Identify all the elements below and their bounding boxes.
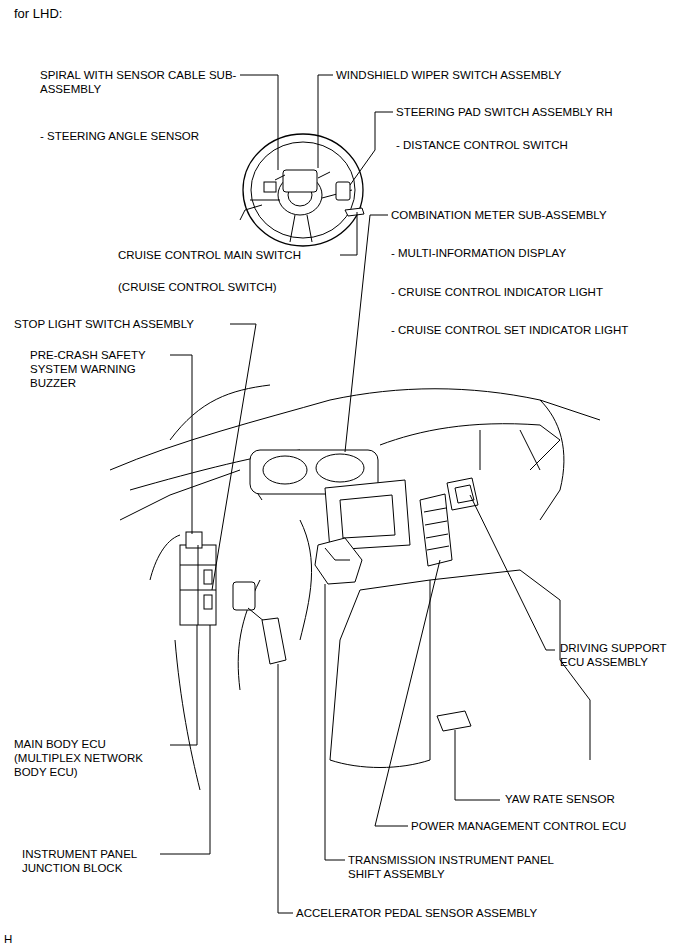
part-label: STOP LIGHT SWITCH ASSEMBLY (14, 317, 194, 331)
part-label: - STEERING ANGLE SENSOR (40, 129, 199, 143)
leader-lines (160, 75, 555, 913)
part-label: PRE-CRASH SAFETY SYSTEM WARNING BUZZER (30, 348, 152, 390)
part-label: WINDSHIELD WIPER SWITCH ASSEMBLY (336, 68, 561, 82)
shift-assembly (315, 538, 362, 584)
part-label: SPIRAL WITH SENSOR CABLE SUB-ASSEMBLY (40, 68, 245, 96)
part-label: ACCELERATOR PEDAL SENSOR ASSEMBLY (296, 906, 537, 920)
yaw-rate-sensor (437, 711, 471, 731)
steering-wheel (240, 134, 364, 246)
pedal-assembly (233, 582, 286, 664)
part-label: - MULTI-INFORMATION DISPLAY (391, 246, 566, 260)
heading: for LHD: (14, 6, 62, 21)
driving-support-ecu (447, 478, 478, 510)
part-label: (CRUISE CONTROL SWITCH) (118, 280, 277, 294)
main-body-ecu (180, 532, 216, 625)
part-label: INSTRUMENT PANEL JUNCTION BLOCK (22, 847, 147, 875)
part-label: POWER MANAGEMENT CONTROL ECU (411, 819, 626, 833)
dashboard (110, 385, 600, 790)
part-label: DRIVING SUPPORT ECU ASSEMBLY (560, 641, 678, 669)
part-label: TRANSMISSION INSTRUMENT PANEL SHIFT ASSE… (348, 853, 573, 881)
part-label: - CRUISE CONTROL SET INDICATOR LIGHT (391, 323, 628, 337)
part-label: COMBINATION METER SUB-ASSEMBLY (391, 208, 607, 222)
figure-code: H (4, 932, 12, 946)
part-label: STEERING PAD SWITCH ASSEMBLY RH (396, 105, 613, 119)
part-label: - CRUISE CONTROL INDICATOR LIGHT (391, 285, 603, 299)
part-label: MAIN BODY ECU (MULTIPLEX NETWORK BODY EC… (14, 737, 154, 779)
power-management-ecu (420, 494, 452, 566)
part-label: - DISTANCE CONTROL SWITCH (396, 138, 568, 152)
part-label: CRUISE CONTROL MAIN SWITCH (118, 248, 301, 262)
part-label: YAW RATE SENSOR (505, 792, 615, 806)
